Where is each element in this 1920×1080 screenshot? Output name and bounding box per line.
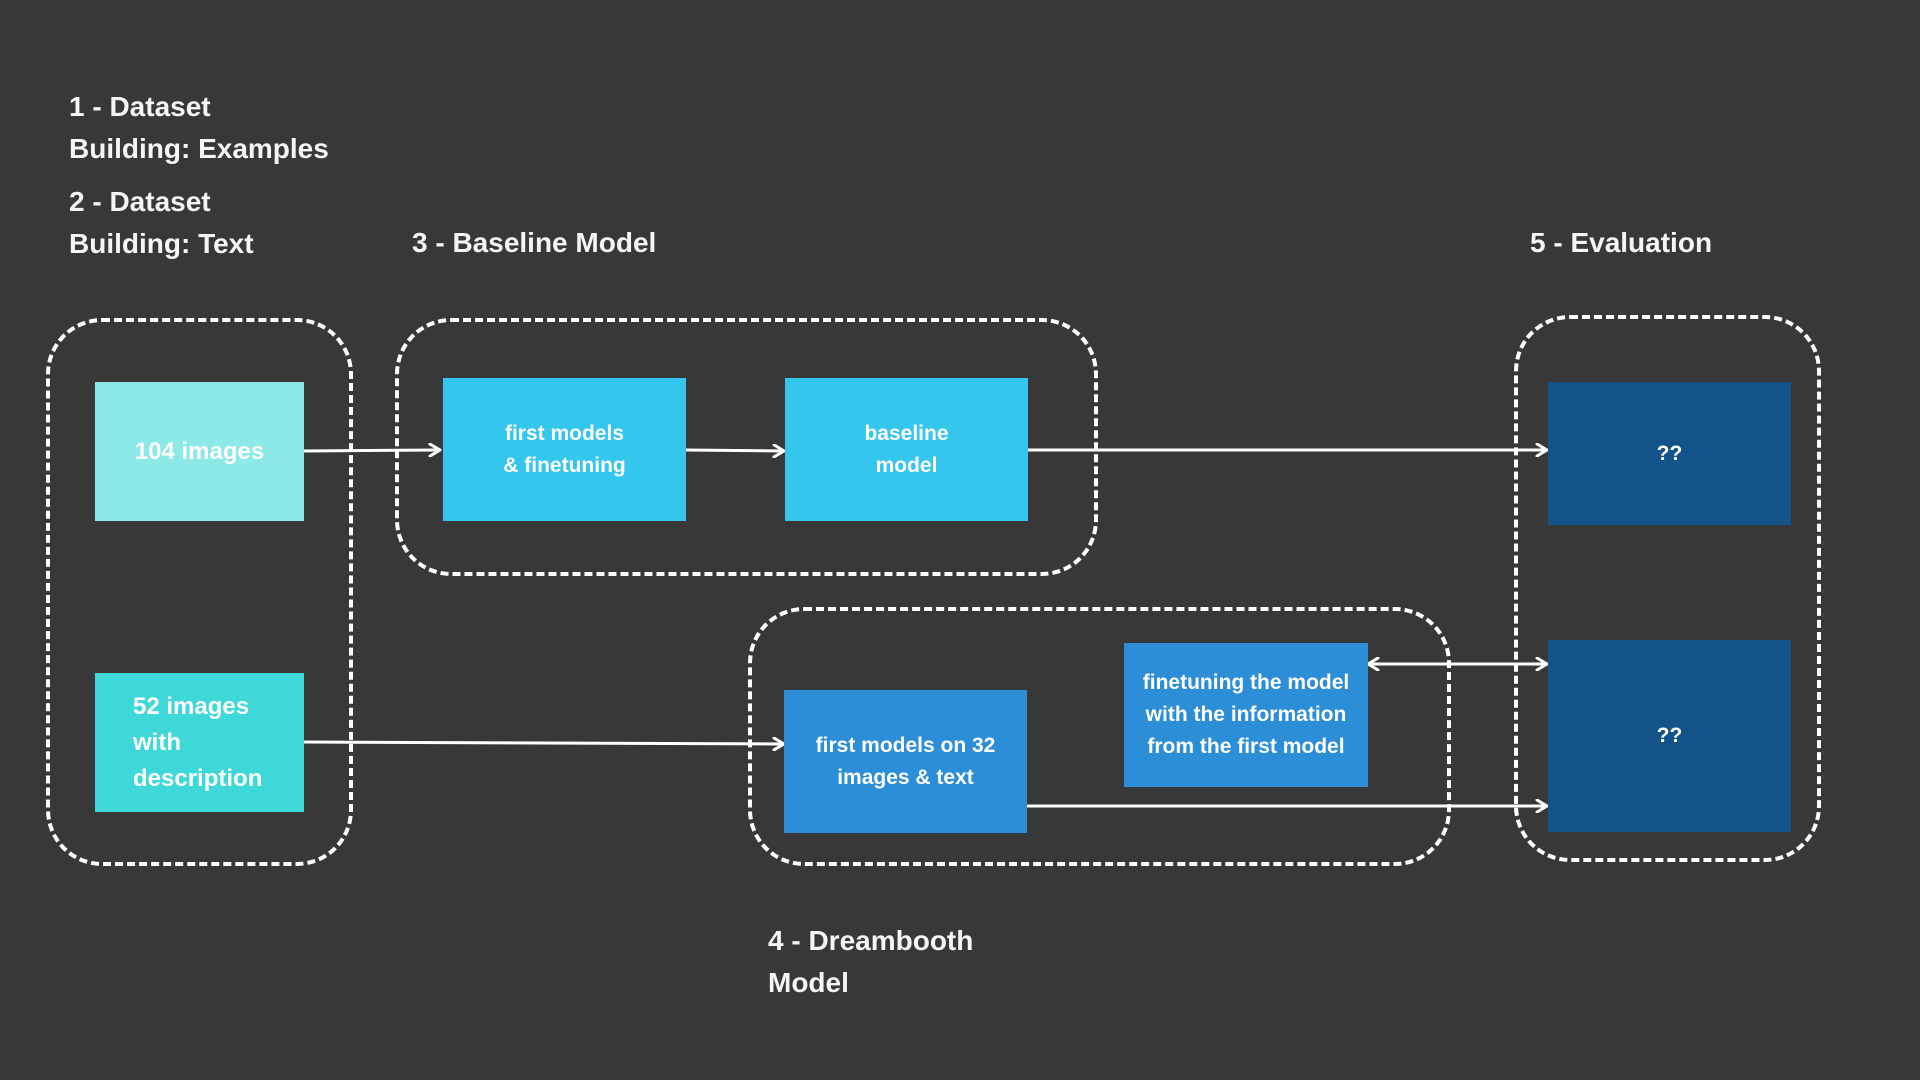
group-baseline-model	[395, 318, 1098, 576]
node-baseline-model: baseline model	[785, 378, 1028, 521]
node-finetuning-information-label: finetuning the model with the informatio…	[1142, 671, 1350, 758]
node-first-models-32-label: first models on 32 images & text	[815, 733, 996, 789]
node-first-models-finetuning-label: first models & finetuning	[503, 421, 626, 477]
node-first-models-32-images: first models on 32 images & text	[784, 690, 1027, 833]
arrow-104-to-first-models	[303, 450, 440, 451]
arrow-first-models-to-baseline	[685, 450, 784, 451]
node-finetuning-information: finetuning the model with the informatio…	[1124, 643, 1368, 787]
group-dreambooth-model	[748, 607, 1451, 866]
section-label-dreambooth-model: 4 - Dreambooth Model	[768, 925, 974, 998]
node-baseline-model-label: baseline model	[864, 421, 949, 477]
group-evaluation	[1514, 315, 1821, 862]
node-evaluation-bottom: ??	[1548, 640, 1791, 832]
node-104-images: 104 images	[95, 382, 304, 521]
section-label-dataset-text: 2 - Dataset Building: Text	[69, 186, 254, 259]
section-label-dataset-examples: 1 - Dataset Building: Examples	[69, 91, 329, 164]
node-52-images-label: 52 images with description	[133, 692, 263, 792]
section-label-evaluation: 5 - Evaluation	[1530, 227, 1713, 258]
node-evaluation-bottom-label: ??	[1656, 724, 1683, 747]
group-dataset	[46, 318, 353, 866]
node-first-models-finetuning: first models & finetuning	[443, 378, 686, 521]
node-evaluation-top: ??	[1548, 382, 1791, 525]
section-label-baseline-model: 3 - Baseline Model	[412, 227, 657, 258]
node-52-images-with-description: 52 images with description	[95, 673, 304, 812]
node-evaluation-top-label: ??	[1656, 441, 1683, 465]
arrow-52-to-first-models-32	[303, 742, 784, 744]
node-104-images-label: 104 images	[134, 437, 265, 465]
